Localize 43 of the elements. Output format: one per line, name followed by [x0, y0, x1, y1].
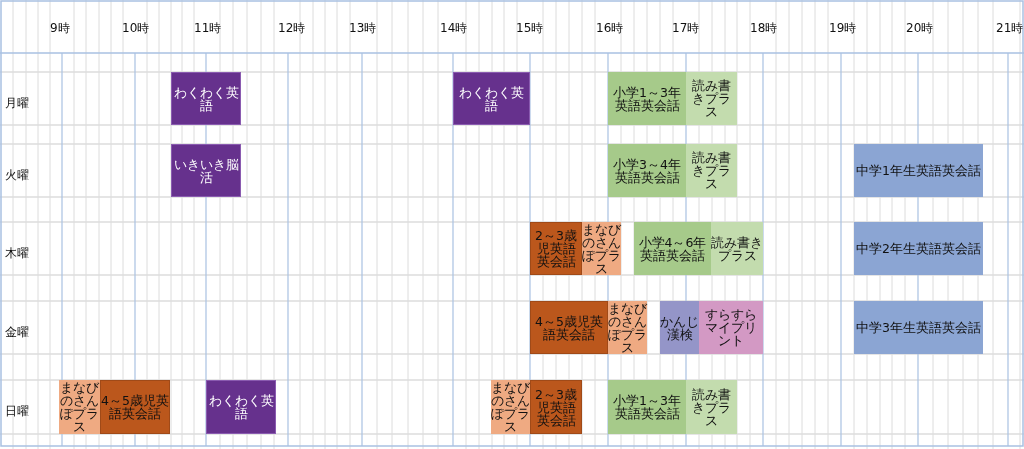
class-block: まなびのさんぽプラス [582, 222, 621, 275]
class-block: まなびのさんぽプラス [59, 380, 100, 434]
day-label: 火曜 [5, 169, 29, 182]
class-block: わくわく英語 [171, 72, 241, 125]
class-block: わくわく英語 [453, 72, 530, 125]
class-block: まなびのさんぽプラス [608, 301, 647, 354]
class-block: 中学3年生英語英会話 [854, 301, 983, 354]
hour-label: 15時 [516, 22, 544, 35]
class-block: いきいき脳活 [171, 144, 241, 197]
hour-label: 18時 [750, 22, 778, 35]
class-block: 4～5歳児英語英会話 [530, 301, 608, 354]
hour-label: 9時 [50, 22, 70, 35]
class-block: 4～5歳児英語英会話 [100, 380, 170, 434]
class-block: 読み書きプラス [686, 72, 737, 125]
class-block: 中学2年生英語英会話 [854, 222, 983, 275]
class-block: かんじ漢検 [660, 301, 699, 354]
hour-label: 20時 [906, 22, 934, 35]
day-label: 月曜 [5, 97, 29, 110]
hour-label: 16時 [596, 22, 624, 35]
hour-label: 21時 [996, 22, 1024, 35]
hour-label: 12時 [278, 22, 306, 35]
day-label: 木曜 [5, 247, 29, 260]
class-block: 読み書きプラス [711, 222, 763, 275]
hour-label: 13時 [349, 22, 377, 35]
class-block: 小学1～3年英語英会話 [608, 380, 686, 434]
class-block: 読み書きプラス [686, 380, 737, 434]
class-block: 2～3歳児英語英会話 [530, 380, 582, 434]
class-block: 2～3歳児英語英会話 [530, 222, 582, 275]
class-block: 小学3～4年英語英会話 [608, 144, 686, 197]
hour-label: 14時 [440, 22, 468, 35]
class-block: わくわく英語 [206, 380, 276, 434]
day-label: 日曜 [5, 405, 29, 418]
class-block: すらすらマイプリント [699, 301, 763, 354]
class-block: 小学1～3年英語英会話 [608, 72, 686, 125]
class-block: 中学1年生英語英会話 [854, 144, 983, 197]
class-block: 読み書きプラス [686, 144, 737, 197]
hour-label: 11時 [194, 22, 222, 35]
hour-label: 19時 [829, 22, 857, 35]
day-label: 金曜 [5, 326, 29, 339]
class-block: まなびのさんぽプラス [491, 380, 530, 434]
hour-label: 17時 [672, 22, 700, 35]
hour-label: 10時 [122, 22, 150, 35]
class-block: 小学4～6年英語英会話 [634, 222, 711, 275]
